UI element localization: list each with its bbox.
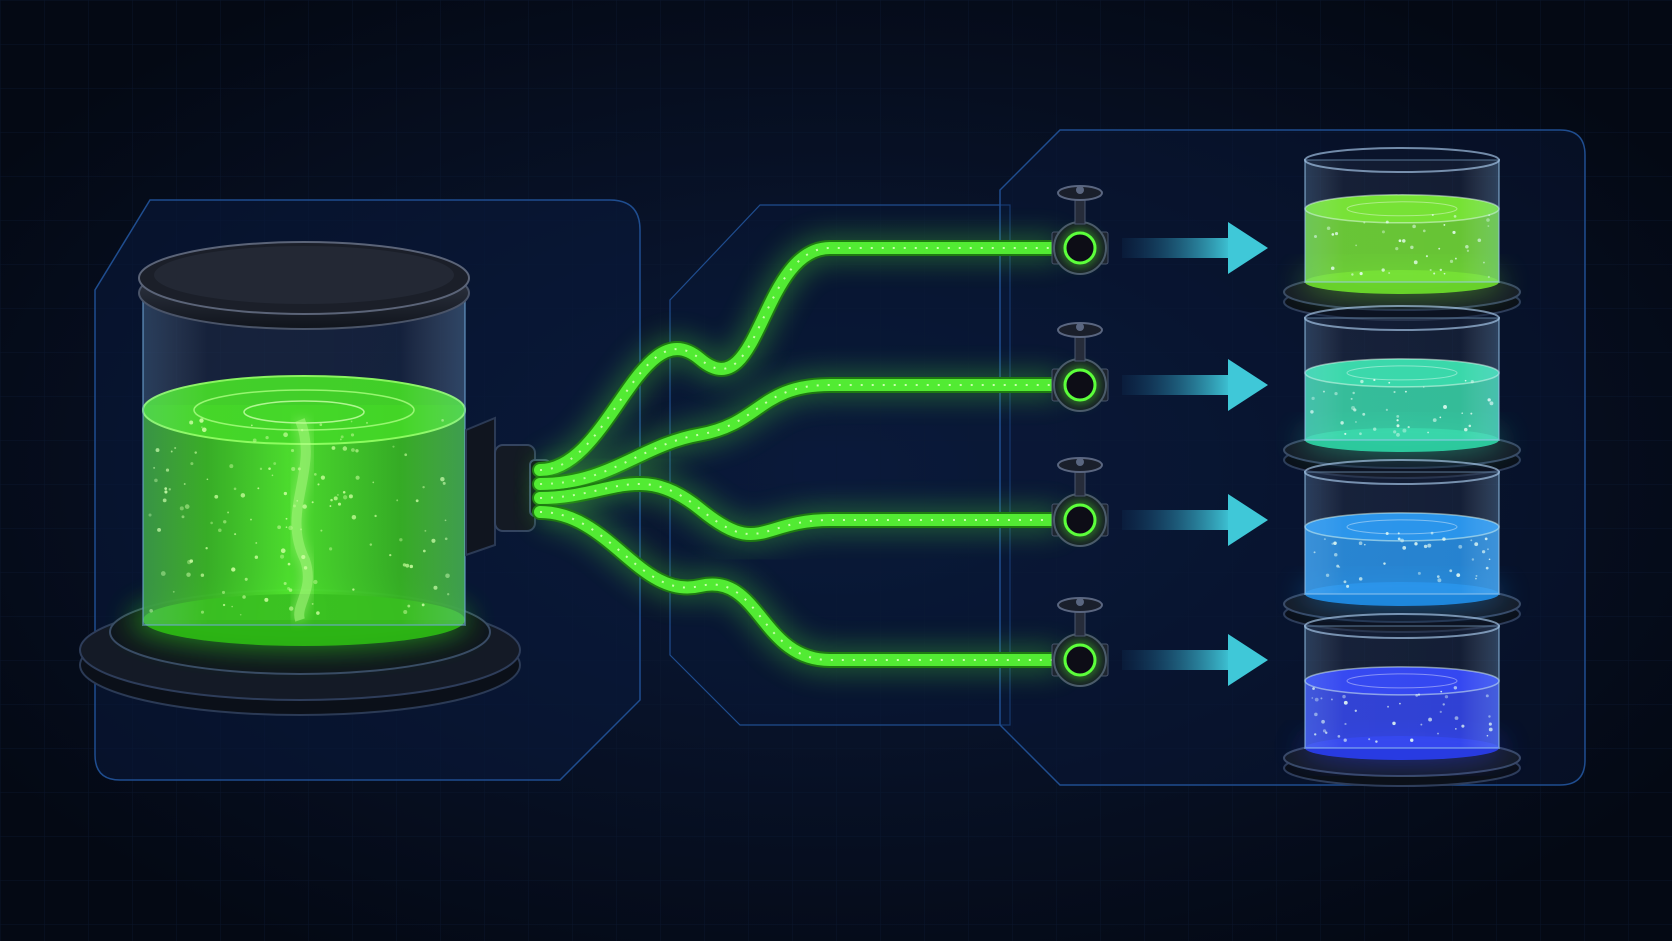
pipe-3 bbox=[532, 473, 1068, 545]
valve-wheel-icon[interactable] bbox=[1051, 322, 1109, 412]
flow-arrow-icon bbox=[1122, 359, 1268, 411]
output-vessel-2 bbox=[1283, 305, 1521, 479]
valve-wheel-icon[interactable] bbox=[1051, 457, 1109, 547]
output-vessel-3 bbox=[1283, 459, 1521, 633]
flow-arrow-icon bbox=[1122, 494, 1268, 546]
arrow-group bbox=[1122, 222, 1268, 686]
flow-arrow-icon bbox=[1122, 634, 1268, 686]
valve-wheel-icon[interactable] bbox=[1051, 597, 1109, 687]
valve-group bbox=[1051, 185, 1109, 687]
valve-panel bbox=[669, 204, 1011, 726]
output-vessel-1 bbox=[1283, 147, 1521, 321]
flow-arrow-icon bbox=[1122, 222, 1268, 274]
mixing-tank-icon bbox=[79, 241, 551, 716]
pipe-2 bbox=[532, 374, 1068, 495]
pipe-4 bbox=[532, 501, 1068, 671]
valve-wheel-icon[interactable] bbox=[1051, 185, 1109, 275]
pipe-1 bbox=[532, 237, 1068, 481]
pipe-network bbox=[532, 237, 1068, 671]
output-vessel-stack bbox=[1283, 147, 1521, 787]
output-vessel-4 bbox=[1283, 613, 1521, 787]
